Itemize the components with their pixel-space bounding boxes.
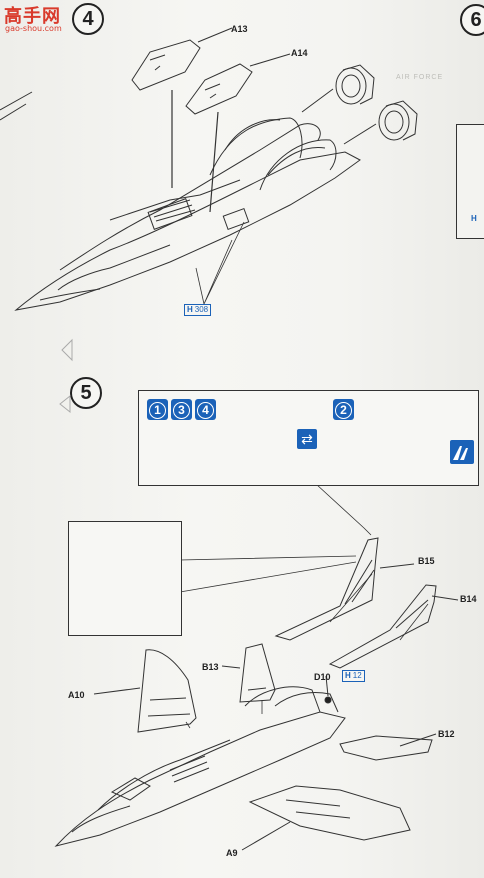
part-a10-wing	[137, 649, 197, 733]
watermark-logo: 高手网 gao-shou.com	[4, 2, 68, 36]
variant-badge-4-text: 4	[197, 402, 214, 419]
label-a9: A9	[226, 848, 238, 858]
label-b13: B13	[202, 662, 219, 672]
variant-selection-box: 1 3 4 2	[138, 390, 479, 486]
step4-bay-left	[147, 198, 193, 230]
nozzle-lower	[378, 103, 410, 141]
part-d10-dot	[324, 696, 332, 704]
label-a14: A14	[291, 48, 308, 58]
variant-badge-1: 1	[147, 399, 168, 420]
variant-badge-3: 3	[171, 399, 192, 420]
variant-badge-3-text: 3	[173, 402, 190, 419]
margin-fragment-lines	[0, 91, 33, 121]
badge-h12-code: 12	[352, 671, 362, 680]
nozzle-upper	[335, 67, 367, 105]
watermark-url: gao-shou.com	[5, 24, 62, 33]
step6-fragment-box: H	[456, 124, 484, 239]
part-b15-tail	[274, 537, 379, 641]
part-a13-shape	[131, 39, 201, 91]
part-a14-shape	[185, 63, 253, 115]
label-b15: B15	[418, 556, 435, 566]
badge-h308-code: 308	[194, 305, 209, 314]
variant-badge-4: 4	[195, 399, 216, 420]
variant-badge-1-text: 1	[149, 402, 166, 419]
faded-header-text: AIR FORCE	[396, 74, 444, 81]
label-a10: A10	[68, 690, 85, 700]
part-b12-stabilizer	[339, 735, 433, 761]
part-a9-wing	[248, 785, 411, 841]
step-number-6: 6	[460, 4, 484, 36]
label-b12: B12	[438, 729, 455, 739]
label-d10: D10	[314, 672, 331, 682]
variant-badge-2: 2	[333, 399, 354, 420]
step4-intake-right	[259, 139, 337, 191]
watermark-chinese: 高手网	[4, 6, 61, 27]
part-b13	[239, 643, 276, 703]
step5-canopy	[110, 777, 151, 801]
step4-bay-right	[222, 208, 250, 230]
front-view-inset	[68, 521, 182, 636]
badge-h12-prefix: H	[345, 671, 351, 680]
step4-fuselage	[14, 151, 361, 311]
step6-h-label: H	[471, 214, 477, 223]
step-number-4: 4	[72, 3, 104, 35]
label-b14: B14	[460, 594, 477, 604]
swap-arrows-icon: ⇄	[297, 429, 317, 449]
variant-badge-2-text: 2	[335, 402, 352, 419]
part-b14-tail	[328, 584, 437, 669]
badge-h308-prefix: H	[187, 305, 193, 314]
decal-marking-icon	[450, 440, 474, 464]
label-a13: A13	[231, 24, 248, 34]
step-number-5: 5	[70, 377, 102, 409]
